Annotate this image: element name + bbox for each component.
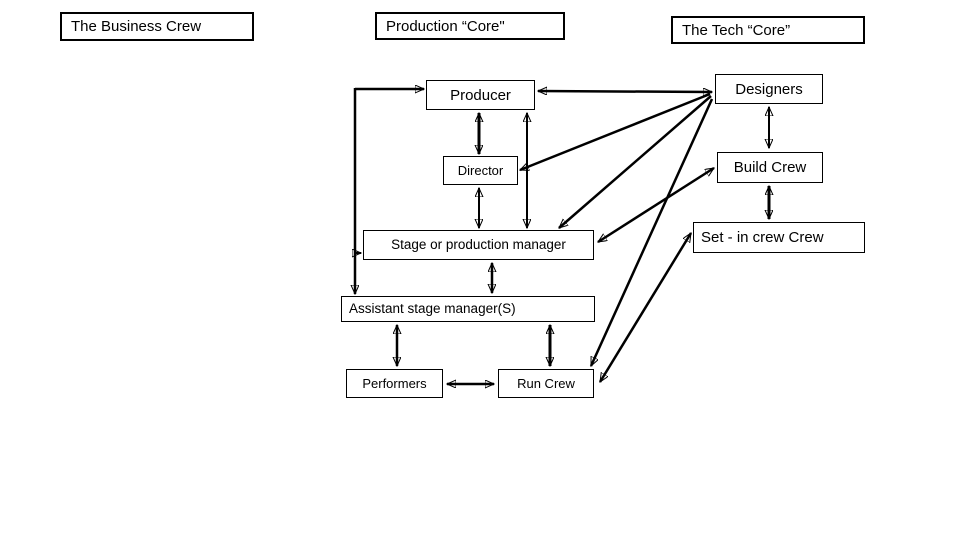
connector-stage-designers bbox=[559, 95, 712, 229]
node-designers-label: Designers bbox=[735, 80, 803, 98]
connector-elbow-producer-assistant bbox=[355, 88, 424, 294]
node-assistant-stage-manager-label: Assistant stage manager(S) bbox=[349, 301, 516, 317]
node-designers: Designers bbox=[715, 74, 823, 104]
header-business-crew-label: The Business Crew bbox=[71, 18, 202, 35]
node-build-crew-label: Build Crew bbox=[733, 159, 807, 176]
connector-director-designers bbox=[520, 92, 711, 172]
header-tech-core-label: The Tech “Core” bbox=[682, 21, 791, 39]
header-tech-core: The Tech “Core” bbox=[671, 16, 865, 44]
header-production-core-label: Production “Core" bbox=[386, 17, 505, 35]
node-stage-manager-label: Stage or production manager bbox=[391, 237, 566, 253]
node-producer: Producer bbox=[426, 80, 535, 110]
node-stage-manager: Stage or production manager bbox=[363, 230, 594, 260]
node-performers: Performers bbox=[346, 369, 443, 398]
node-run-crew-label: Run Crew bbox=[517, 376, 575, 391]
node-set-in-crew-label: Set - in crew Crew bbox=[701, 229, 824, 246]
connector-producer-designers bbox=[538, 91, 712, 92]
connector-runcrew-setin bbox=[598, 233, 693, 382]
node-run-crew: Run Crew bbox=[498, 369, 594, 398]
node-director: Director bbox=[443, 156, 518, 185]
node-director-label: Director bbox=[457, 163, 504, 178]
header-production-core: Production “Core" bbox=[375, 12, 565, 40]
connector-stage-buildcrew bbox=[598, 166, 714, 244]
node-producer-label: Producer bbox=[450, 86, 511, 104]
header-business-crew: The Business Crew bbox=[60, 12, 254, 41]
node-assistant-stage-manager: Assistant stage manager(S) bbox=[341, 296, 595, 322]
node-set-in-crew: Set - in crew Crew bbox=[693, 222, 865, 253]
node-build-crew: Build Crew bbox=[717, 152, 823, 183]
node-performers-label: Performers bbox=[362, 376, 427, 391]
